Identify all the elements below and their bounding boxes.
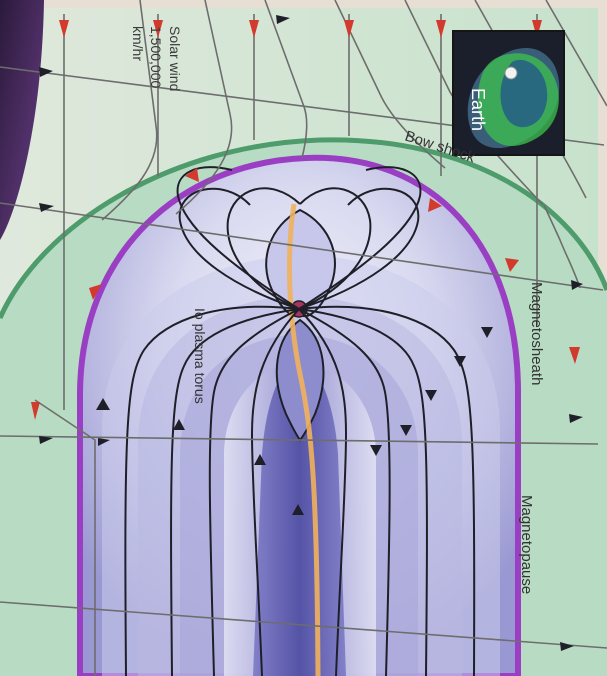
io-plasma-torus-label: Io plasma torus bbox=[192, 308, 208, 404]
earth-icon bbox=[505, 67, 517, 79]
solar-wind-label-line-1: Solar wind bbox=[167, 26, 183, 91]
solar-wind-label-line-3: km/hr bbox=[130, 26, 146, 61]
magnetopause-label: Magnetopause bbox=[518, 495, 535, 594]
magnetosheath-label: Magnetosheath bbox=[528, 282, 545, 385]
solar-wind-label-line-2: 1,500,000 bbox=[148, 26, 164, 88]
earth-inset: Earth bbox=[453, 31, 564, 155]
earth-inset-label: Earth bbox=[468, 88, 488, 131]
